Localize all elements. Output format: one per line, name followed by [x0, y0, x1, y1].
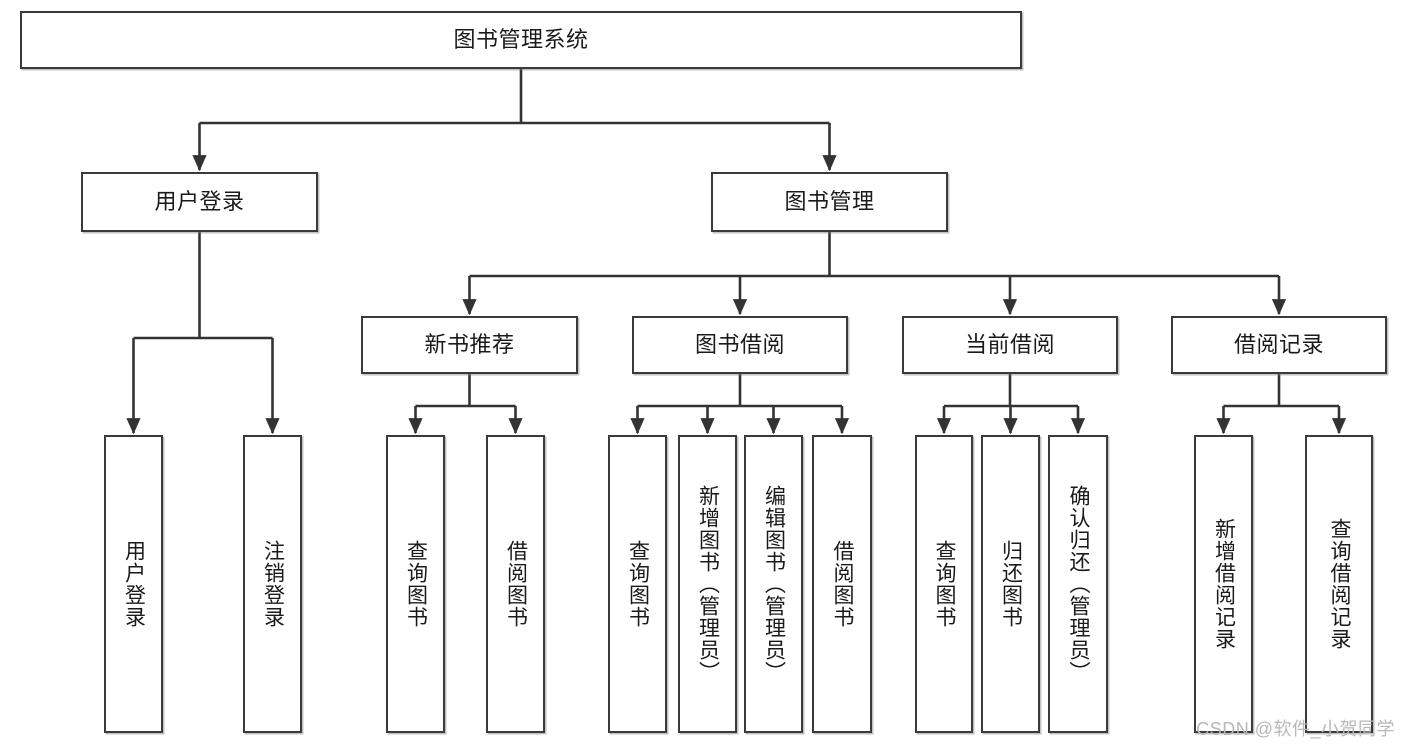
watermark-text: CSDN @软件_小贺同学 — [1196, 719, 1395, 739]
leaf-node[interactable]: 查询图书 — [915, 435, 973, 733]
node-label: 当前借阅 — [964, 332, 1055, 358]
leaf-node[interactable]: 查询借阅记录 — [1305, 435, 1373, 733]
branch-node[interactable]: 图书管理 — [711, 172, 948, 232]
node-label: 借阅记录 — [1233, 332, 1324, 358]
branch-node[interactable]: 当前借阅 — [902, 316, 1118, 374]
leaf-node[interactable]: 编辑图书（管理员） — [744, 435, 803, 733]
node-label: 查询借阅记录 — [1328, 518, 1352, 650]
leaf-node[interactable]: 查询图书 — [608, 435, 667, 733]
node-label: 图书管理系统 — [453, 27, 589, 53]
node-label: 编辑图书（管理员） — [762, 485, 786, 683]
branch-node[interactable]: 新书推荐 — [361, 316, 578, 374]
node-label: 图书借阅 — [694, 332, 785, 358]
leaf-node[interactable]: 归还图书 — [981, 435, 1040, 733]
node-label: 查询图书 — [933, 540, 957, 628]
node-label: 借阅图书 — [831, 540, 855, 628]
root-node[interactable]: 图书管理系统 — [20, 11, 1022, 69]
branch-node[interactable]: 图书借阅 — [632, 316, 848, 374]
node-label: 用户登录 — [122, 540, 146, 628]
node-label: 查询图书 — [626, 540, 650, 628]
leaf-node[interactable]: 查询图书 — [386, 435, 445, 733]
leaf-node[interactable]: 确认归还（管理员） — [1048, 435, 1108, 733]
leaf-node[interactable]: 新增借阅记录 — [1194, 435, 1253, 733]
leaf-node[interactable]: 新增图书（管理员） — [678, 435, 737, 733]
leaf-node[interactable]: 借阅图书 — [486, 435, 545, 733]
leaf-node[interactable]: 用户登录 — [104, 435, 163, 733]
leaf-node[interactable]: 借阅图书 — [812, 435, 872, 733]
node-label: 归还图书 — [999, 540, 1023, 628]
leaf-node[interactable]: 注销登录 — [243, 435, 302, 733]
node-label: 借阅图书 — [504, 540, 528, 628]
node-label: 用户登录 — [154, 189, 245, 215]
node-label: 图书管理 — [784, 189, 875, 215]
node-label: 新书推荐 — [424, 332, 515, 358]
node-label: 新增借阅记录 — [1212, 518, 1236, 650]
node-label: 查询图书 — [404, 540, 428, 628]
node-label: 注销登录 — [261, 540, 285, 628]
node-label: 新增图书（管理员） — [696, 485, 720, 683]
branch-node[interactable]: 用户登录 — [81, 172, 318, 232]
node-label: 确认归还（管理员） — [1067, 485, 1091, 683]
branch-node[interactable]: 借阅记录 — [1171, 316, 1387, 374]
